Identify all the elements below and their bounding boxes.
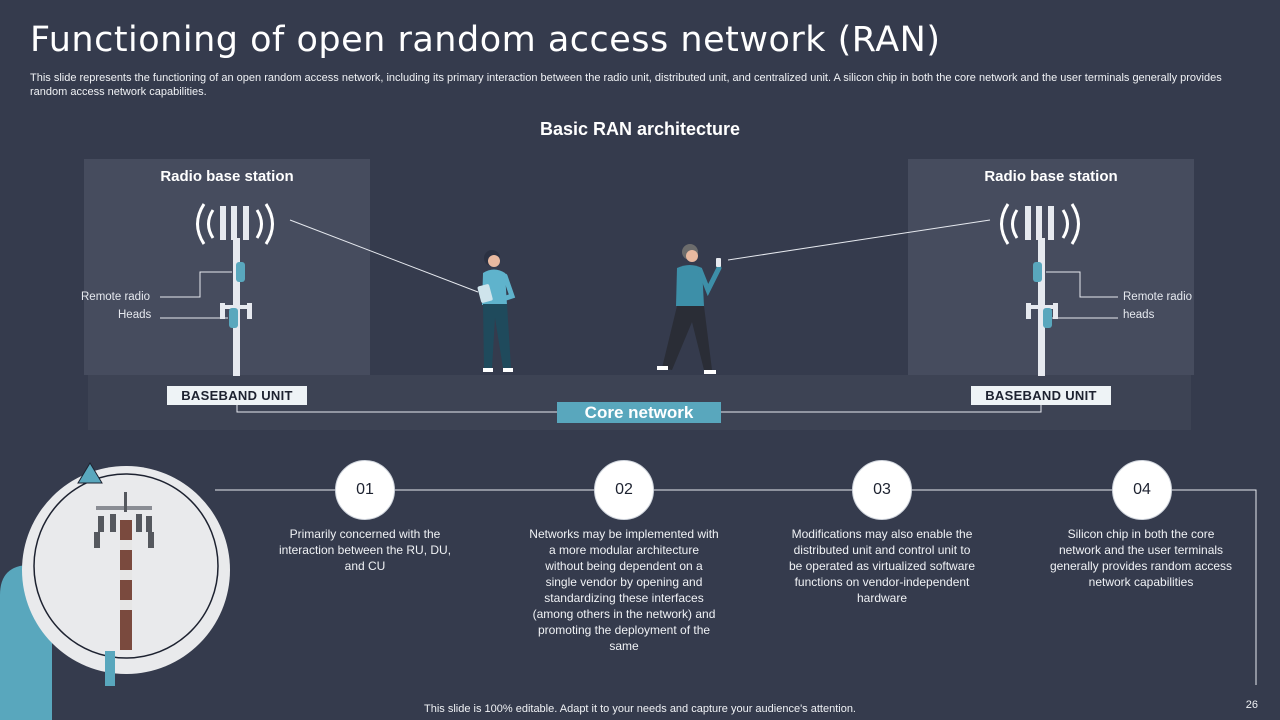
- step-text-03: Modifications may also enable the distri…: [788, 527, 976, 605]
- right-station-panel: [908, 159, 1194, 375]
- left-station-label: Radio base station: [160, 168, 294, 185]
- left-baseband-unit: BASEBAND UNIT: [167, 386, 307, 405]
- slide-subtitle: This slide represents the functioning of…: [30, 72, 1222, 98]
- radio-tower-icon: [1000, 203, 1080, 376]
- footer-note: This slide is 100% editable. Adapt it to…: [424, 703, 856, 715]
- right-remote-radio-label: Remote radio: [1123, 291, 1193, 303]
- cell-tower-photo: [94, 492, 154, 686]
- diagram-heading: Basic RAN architecture: [539, 119, 741, 139]
- left-station-panel: [84, 159, 370, 375]
- step-text-01: Primarily concerned with the interaction…: [278, 527, 452, 573]
- right-station-label: Radio base station: [984, 168, 1118, 185]
- page-number: 26: [1245, 699, 1258, 711]
- step-text-04: Silicon chip in both the core network an…: [1049, 527, 1233, 589]
- man-with-phone-icon: [657, 244, 722, 374]
- woman-with-tablet-icon: [477, 250, 516, 372]
- left-remote-radio-label: Remote radio: [81, 291, 151, 303]
- step-number-04: 04: [1112, 460, 1172, 520]
- right-remote-heads-label: heads: [1123, 309, 1155, 321]
- radio-tower-icon: [196, 203, 274, 376]
- slide-title: Functioning of open random access networ…: [30, 20, 941, 60]
- step-number-02: 02: [594, 460, 654, 520]
- step-number-01: 01: [335, 460, 395, 520]
- step-number-03: 03: [852, 460, 912, 520]
- right-baseband-unit: BASEBAND UNIT: [971, 386, 1111, 405]
- step-text-02: Networks may be implemented with a more …: [529, 527, 719, 653]
- core-network-label: Core network: [557, 402, 721, 423]
- left-remote-heads-label: Heads: [118, 309, 152, 321]
